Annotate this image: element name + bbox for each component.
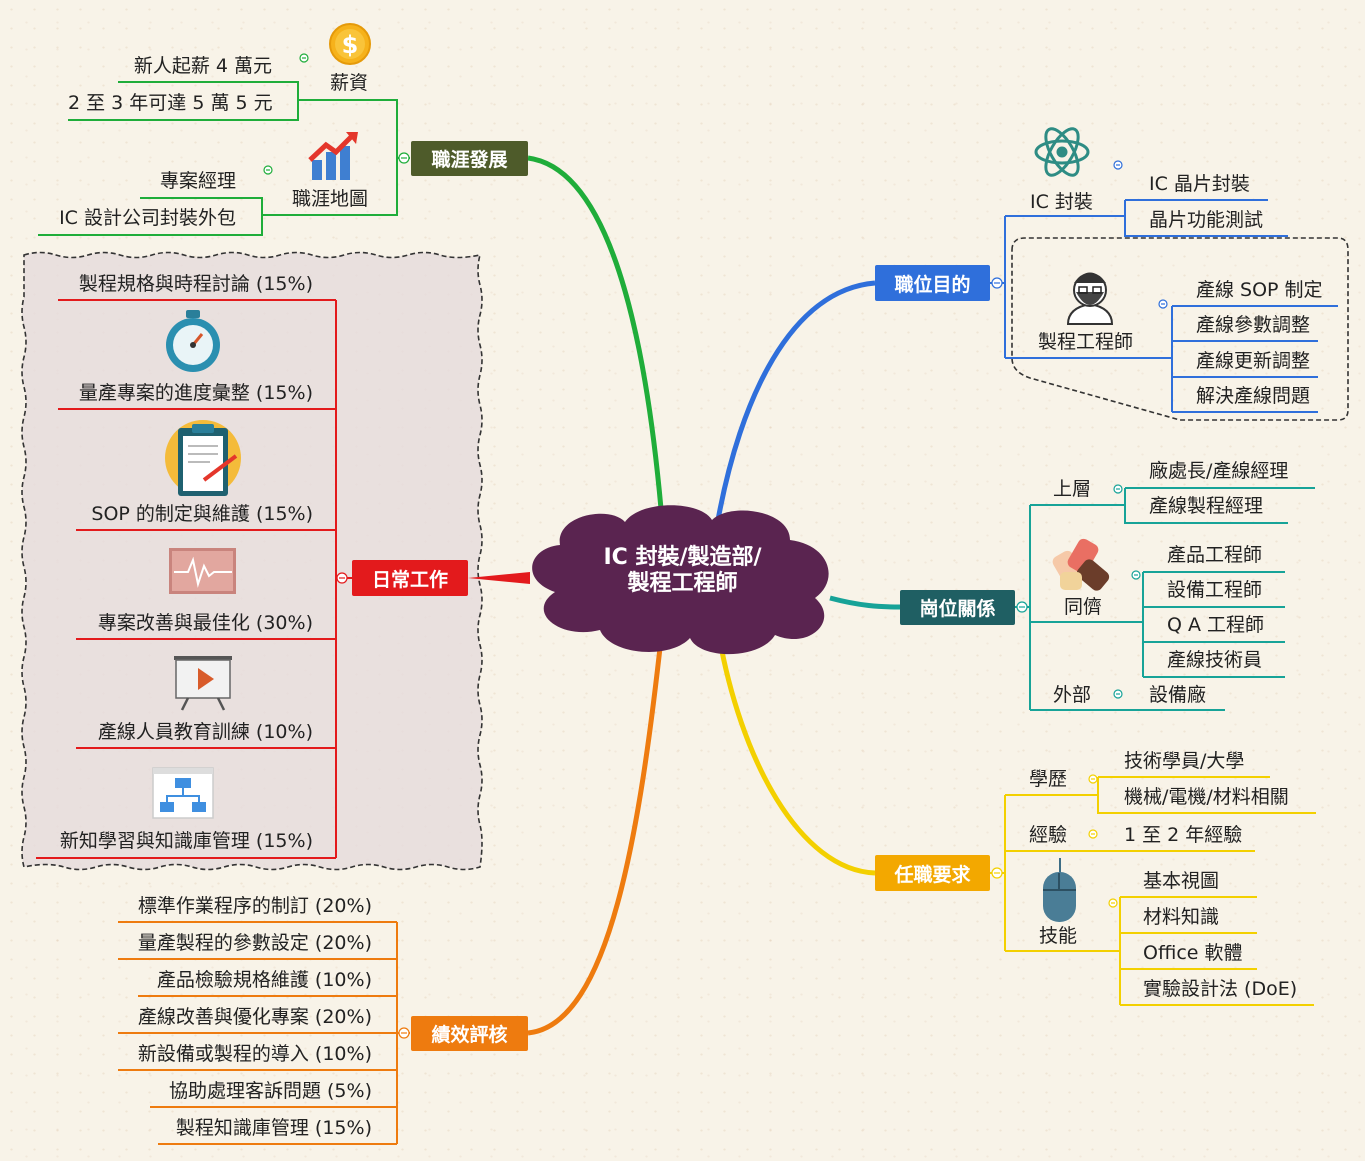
daily-item[interactable]: 新知學習與知識庫管理 (15%) (59, 830, 313, 852)
requirement-item[interactable]: 實驗設計法 (DoE) (1143, 978, 1298, 1000)
career-item[interactable]: 專案經理 (159, 170, 236, 192)
performance-item[interactable]: 標準作業程序的制訂 (20%) (137, 895, 372, 917)
topic-career[interactable]: 職涯發展 (411, 141, 528, 176)
performance-item[interactable]: 產品檢驗規格維護 (10%) (156, 969, 372, 991)
requirement-item[interactable]: 基本視圖 (1143, 870, 1220, 892)
label-process-engineer[interactable]: 製程工程師 (1038, 331, 1134, 353)
topic-relation[interactable]: 崗位關係 (900, 590, 1015, 625)
label-career-map[interactable]: 職涯地圖 (292, 188, 369, 210)
daily-item[interactable]: 製程規格與時程討論 (15%) (78, 273, 313, 295)
performance-item[interactable]: 協助處理客訴問題 (5%) (168, 1080, 372, 1102)
topic-requirement[interactable]: 任職要求 (875, 855, 990, 891)
performance-item[interactable]: 產線改善與優化專案 (20%) (137, 1006, 372, 1028)
mouse-icon (1043, 858, 1076, 922)
purpose-item[interactable]: 晶片功能測試 (1149, 209, 1264, 231)
career-item[interactable]: 2 至 3 年可達 5 萬 5 元 (68, 92, 273, 114)
heartbeat-icon (169, 548, 236, 594)
daily-item[interactable]: SOP 的制定與維護 (15%) (91, 503, 313, 525)
growth-chart-icon (308, 132, 358, 180)
center-cloud (532, 505, 829, 655)
requirement-item[interactable]: 技術學員/大學 (1124, 750, 1245, 772)
requirement-item[interactable]: 材料知識 (1143, 906, 1220, 928)
atom-icon (1034, 127, 1090, 177)
relation-item[interactable]: 產品工程師 (1167, 544, 1263, 566)
purpose-item[interactable]: 解決產線問題 (1196, 385, 1311, 407)
relation-item[interactable]: 設備廠 (1149, 684, 1207, 706)
label-education[interactable]: 學歷 (1029, 768, 1068, 790)
relation-item[interactable]: 產線製程經理 (1149, 495, 1264, 517)
daily-boundary (21, 251, 483, 871)
requirement-item[interactable]: Office 軟體 (1143, 942, 1243, 964)
center-line-1: IC 封裝/製造部/ (603, 545, 762, 570)
label-peer[interactable]: 同儕 (1064, 596, 1103, 618)
purpose-item[interactable]: 產線 SOP 制定 (1196, 279, 1323, 301)
daily-item[interactable]: 專案改善與最佳化 (30%) (97, 612, 313, 634)
performance-item[interactable]: 量產製程的參數設定 (20%) (137, 932, 372, 954)
career-item[interactable]: IC 設計公司封裝外包 (59, 207, 236, 229)
daily-item[interactable]: 量產專案的進度彙整 (15%) (78, 382, 313, 404)
dollar-coin-icon: $ (329, 23, 371, 65)
topic-daily-work[interactable]: 日常工作 (352, 560, 468, 596)
handshake-icon (1052, 538, 1110, 591)
purpose-item[interactable]: 產線參數調整 (1196, 314, 1311, 336)
engineer-boundary (1011, 237, 1349, 421)
performance-item[interactable]: 新設備或製程的導入 (10%) (137, 1043, 372, 1065)
presentation-icon (174, 656, 232, 711)
purpose-item[interactable]: IC 晶片封裝 (1149, 173, 1250, 195)
label-skills[interactable]: 技能 (1039, 925, 1078, 947)
stopwatch-icon (166, 310, 220, 372)
label-salary[interactable]: 薪資 (330, 72, 369, 94)
clipboard-icon (165, 420, 241, 496)
label-external[interactable]: 外部 (1053, 684, 1092, 706)
label-upper[interactable]: 上層 (1053, 478, 1092, 500)
relation-item[interactable]: 設備工程師 (1167, 579, 1263, 601)
flowchart-icon (152, 767, 214, 819)
center-line-2: 製程工程師 (627, 571, 738, 596)
center-topic[interactable]: IC 封裝/製造部/ 製程工程師 (560, 545, 805, 597)
career-item[interactable]: 新人起薪 4 萬元 (133, 55, 272, 77)
label-ic-packaging[interactable]: IC 封裝 (1030, 191, 1093, 213)
daily-item[interactable]: 產線人員教育訓練 (10%) (97, 721, 313, 743)
performance-item[interactable]: 製程知識庫管理 (15%) (175, 1117, 372, 1139)
topic-purpose[interactable]: 職位目的 (875, 265, 990, 301)
purpose-item[interactable]: 產線更新調整 (1196, 350, 1311, 372)
relation-item[interactable]: 廠處長/產線經理 (1149, 460, 1289, 482)
label-experience[interactable]: 經驗 (1029, 824, 1068, 846)
relation-item[interactable]: Q A 工程師 (1167, 614, 1265, 636)
requirement-item[interactable]: 1 至 2 年經驗 (1124, 824, 1243, 846)
topic-performance[interactable]: 績效評核 (411, 1016, 528, 1051)
relation-item[interactable]: 產線技術員 (1167, 649, 1263, 671)
engineer-avatar-icon (1066, 272, 1114, 325)
svg-text:$: $ (342, 31, 359, 59)
requirement-item[interactable]: 機械/電機/材料相關 (1124, 786, 1289, 808)
